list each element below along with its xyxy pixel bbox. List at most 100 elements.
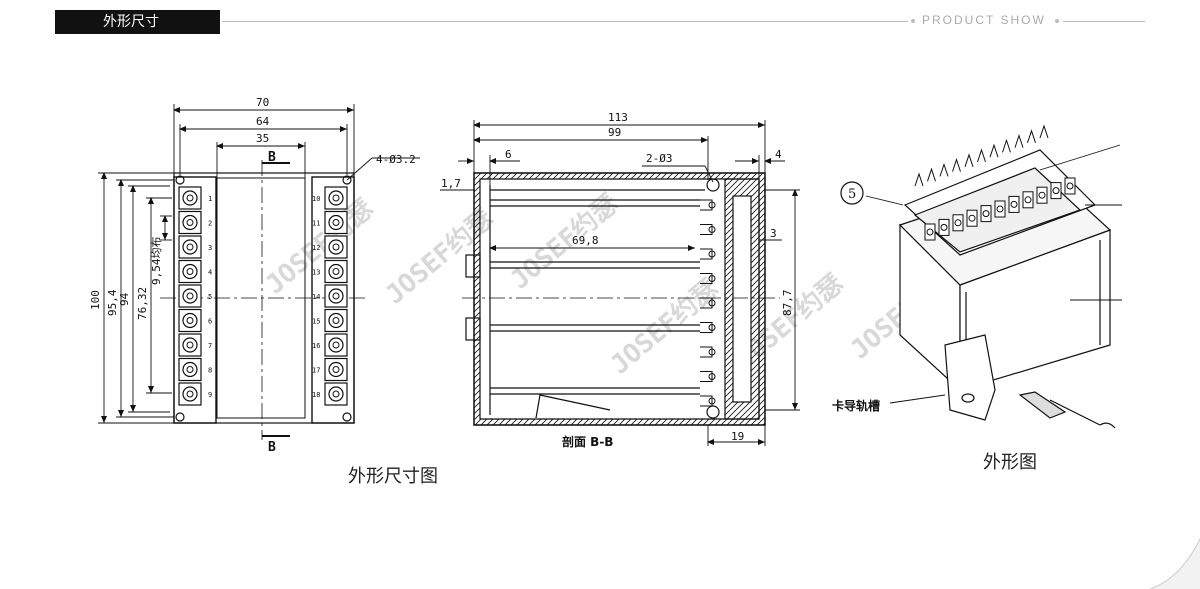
front-view <box>160 160 368 440</box>
right-terminal-strip <box>311 176 355 424</box>
watermark-2: JOSEF约瑟 <box>380 203 500 310</box>
iso-screw <box>982 210 990 218</box>
watermark-3: JOSEF约瑟 <box>505 188 625 295</box>
caption-appearance: 外形图 <box>983 452 1037 473</box>
section-view-label: 剖面 B-B <box>562 434 613 449</box>
clip-hole <box>708 348 716 356</box>
section-title: 外形尺寸 <box>103 14 159 30</box>
iso-screw <box>996 205 1004 213</box>
terminal-number: 12 <box>312 244 320 252</box>
dim-4: 4 <box>775 148 782 161</box>
dim-70: 70 <box>256 96 269 109</box>
section-view <box>462 172 780 426</box>
iso-screw <box>1052 187 1060 195</box>
iso-top-pin <box>1039 124 1049 139</box>
terminal-cell: 13 <box>312 259 348 284</box>
watermark-4: JOSEF约瑟 <box>605 273 725 380</box>
terminal-number: 10 <box>312 195 320 203</box>
section-label-top: B <box>268 150 276 165</box>
page-curl <box>1149 538 1200 589</box>
terminal-cell: 2 <box>178 210 212 235</box>
terminal-number: 4 <box>208 269 212 277</box>
terminal-cell: 12 <box>312 235 348 259</box>
callout-5-circle <box>840 181 864 205</box>
terminal-clip <box>700 322 713 333</box>
terminal-cell: 18 <box>312 382 348 406</box>
iso-top-pin <box>914 172 924 187</box>
iso-din-rail <box>1018 391 1067 419</box>
mount-hole-tl <box>175 175 185 185</box>
terminal-number: 17 <box>312 367 320 375</box>
isometric-view <box>840 144 1122 429</box>
terminal-clip <box>700 346 713 358</box>
iso-top-pin <box>1027 129 1036 143</box>
terminal-cell: 17 <box>312 357 348 382</box>
clip-hole <box>708 201 716 209</box>
terminal-clip <box>700 199 713 211</box>
terminal-cell: 8 <box>178 357 212 382</box>
terminal-number: 11 <box>312 220 320 228</box>
dim-1-7: 1,7 <box>441 177 461 190</box>
iso-screw <box>1038 191 1046 199</box>
clip-hole <box>708 373 716 380</box>
iso-labels: 5 卡导轨槽 <box>832 187 880 413</box>
dim-hole-front: 4-Ø3.2 <box>376 153 416 166</box>
header-divider-right <box>1063 21 1145 22</box>
front-dim-labels: 70 64 35 B B 4-Ø3.2 100 95,4 94 76,32 9,… <box>89 96 416 455</box>
clip-hole <box>708 324 716 331</box>
terminal-cell: 6 <box>178 308 212 333</box>
header-dot-left <box>911 19 915 23</box>
terminal-cell: 7 <box>178 333 212 357</box>
terminal-clip <box>700 273 713 284</box>
iso-screw <box>968 214 976 222</box>
terminal-number: 5 <box>208 293 212 301</box>
dim-100: 100 <box>89 290 102 310</box>
clip-hole <box>708 226 716 233</box>
iso-terminal-screws <box>914 124 1076 241</box>
iso-din-clip <box>944 334 996 421</box>
dim-95-4: 95,4 <box>106 289 119 316</box>
terminal-clip <box>700 224 713 235</box>
dim-113: 113 <box>608 111 628 124</box>
terminal-number: 9 <box>208 391 212 399</box>
section-dim-labels: 113 99 6 4 2-Ø3 1,7 69,8 3 87,7 19 剖面 B-… <box>441 111 794 449</box>
iso-screw <box>954 219 962 227</box>
terminal-number: 18 <box>312 391 320 399</box>
terminal-cell: 5 <box>178 284 212 308</box>
iso-screw <box>1024 196 1032 204</box>
front-dimensions <box>98 104 420 424</box>
terminal-clip <box>700 371 713 382</box>
terminal-clip <box>700 248 713 260</box>
terminal-cell: 1 <box>178 186 212 210</box>
iso-top-pin <box>927 167 936 182</box>
terminal-cell: 14 <box>312 284 348 308</box>
terminal-clip <box>700 297 713 309</box>
iso-screw <box>940 223 948 231</box>
iso-top-pin <box>989 143 999 158</box>
dim-pitch: 9,54均布 <box>150 237 163 286</box>
terminal-number: 2 <box>208 220 212 228</box>
header-dot-right <box>1055 19 1059 23</box>
caption-dimensions: 外形尺寸图 <box>348 466 438 487</box>
terminal-cell: 15 <box>312 308 348 333</box>
terminal-number: 6 <box>208 318 212 326</box>
mount-hole-br <box>342 412 352 422</box>
product-show-label: PRODUCT SHOW <box>922 13 1046 27</box>
iso-screw <box>1010 200 1018 208</box>
terminal-number: 15 <box>312 318 320 326</box>
callout-5-label: 5 <box>848 187 856 202</box>
section-dimensions <box>440 120 800 446</box>
terminal-number: 14 <box>312 293 320 301</box>
dim-69-8: 69,8 <box>572 234 599 247</box>
terminal-cell: 4 <box>178 259 212 284</box>
clip-hole <box>708 299 716 307</box>
iso-top-pin <box>1002 138 1011 153</box>
terminal-number: 8 <box>208 367 212 375</box>
iso-screw <box>926 228 934 236</box>
iso-top-pin <box>1014 134 1024 148</box>
iso-top-pin <box>952 158 961 172</box>
mount-hole-bl <box>175 412 185 422</box>
